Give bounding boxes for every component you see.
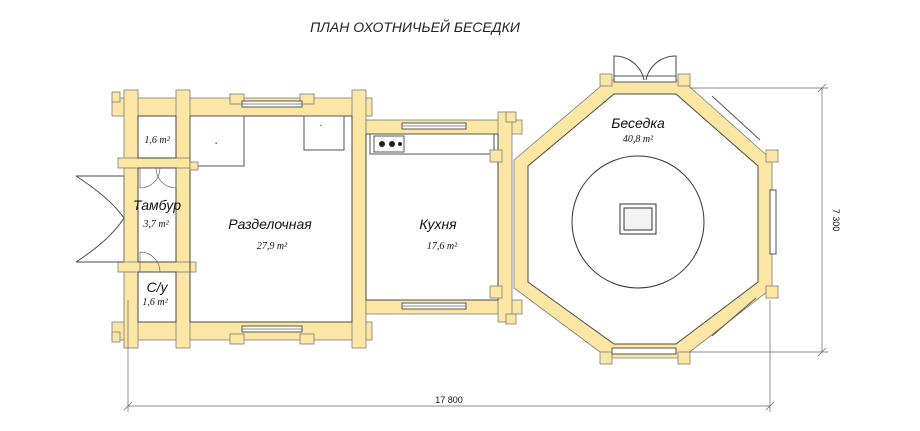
- wc-top-room: [137, 115, 177, 159]
- besedka-name: Беседка: [611, 115, 665, 131]
- wc-area: 1,6 m²: [142, 297, 168, 308]
- window-besedka-bottom-right: [711, 297, 757, 337]
- besedka-area: 40,8 m²: [623, 134, 654, 145]
- wc-doors: [139, 167, 177, 273]
- wc-room: [137, 271, 177, 323]
- razdelochnaya-name: Разделочная: [228, 216, 312, 232]
- kuhnya-name: Кухня: [419, 216, 457, 232]
- svg-text:▪: ▪: [320, 123, 322, 129]
- wall-razdelochnaya-kuhnya: [351, 89, 367, 349]
- sink: [303, 115, 345, 151]
- dim-total-length: 17 800: [435, 395, 463, 405]
- wc-top-area: 1,6 m²: [144, 135, 170, 146]
- svg-text:▪: ▪: [215, 141, 217, 147]
- razdelochnaya-room: [189, 115, 353, 323]
- wall-left-outer: [123, 89, 139, 349]
- razdelochnaya-area: 27,9 m²: [257, 241, 288, 252]
- kuhnya-area: 17,6 m²: [427, 241, 458, 252]
- window-besedka-top-right: [711, 95, 761, 141]
- wall-tambur-partition: [175, 89, 191, 349]
- wall-wc-top-partition: [117, 157, 197, 169]
- wall-wc-bottom-partition: [117, 261, 197, 273]
- wc-name: С/у: [147, 279, 169, 295]
- plan-title: ПЛАН ОХОТНИЧЬЕЙ БЕСЕДКИ: [310, 18, 521, 35]
- window-besedka-right: [769, 189, 777, 255]
- dim-height: 7 300: [831, 209, 841, 232]
- window-besedka-bottom: [611, 347, 677, 355]
- tambur-area: 3,7 m²: [142, 219, 169, 230]
- tambur-room: [137, 167, 177, 263]
- tambur-name: Тамбур: [133, 197, 181, 213]
- cabinet: [189, 115, 245, 167]
- besedka-door: [613, 55, 677, 83]
- entrance-door: [75, 175, 125, 263]
